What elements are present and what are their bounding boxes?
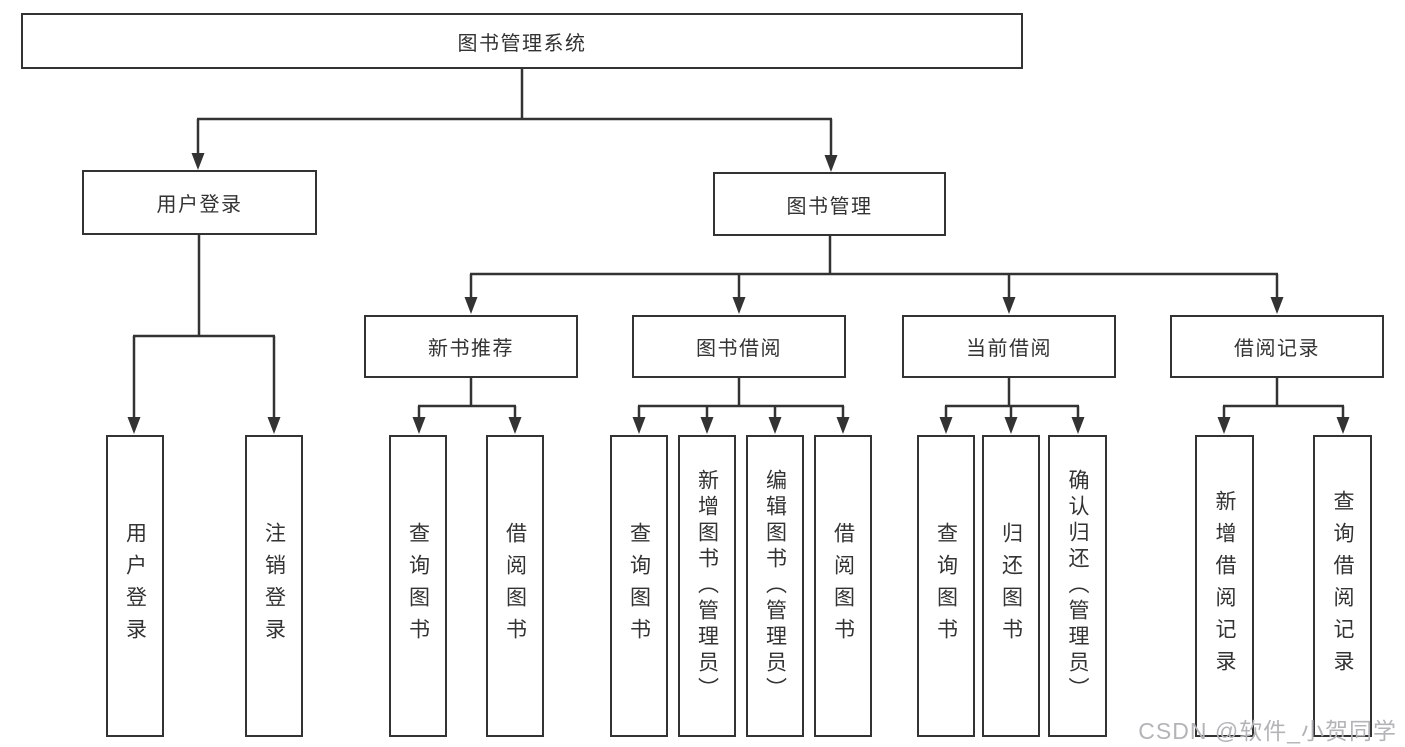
node-label: 图书管理系统 (457, 32, 587, 55)
leaf-query-books-current: 查询图书 (917, 435, 975, 737)
leaf-label: 借阅图书 (831, 522, 855, 650)
leaf-add-borrow-record: 新增借阅记录 (1195, 435, 1254, 737)
node-book-management: 图书管理 (713, 172, 946, 236)
leaf-query-borrow-record: 查询借阅记录 (1313, 435, 1372, 737)
leaf-label: 查询图书 (627, 522, 651, 650)
leaf-label: 用户登录 (123, 522, 147, 650)
leaf-add-book-admin: 新增图书（管理员） (678, 435, 736, 737)
node-user-login: 用户登录 (82, 170, 317, 235)
node-book-borrow: 图书借阅 (632, 315, 846, 378)
leaf-query-books-borrow: 查询图书 (610, 435, 668, 737)
node-borrow-records: 借阅记录 (1170, 315, 1384, 378)
leaf-label: 注销登录 (262, 522, 286, 650)
leaf-logout: 注销登录 (245, 435, 303, 737)
leaf-user-login: 用户登录 (106, 435, 164, 737)
leaf-label: 归还图书 (999, 522, 1023, 650)
node-current-borrow: 当前借阅 (902, 315, 1116, 378)
leaf-label: 新增借阅记录 (1213, 490, 1236, 682)
node-library-management-system: 图书管理系统 (21, 13, 1023, 69)
leaf-return-book: 归还图书 (982, 435, 1040, 737)
node-new-book-recommend: 新书推荐 (364, 315, 578, 378)
node-label: 当前借阅 (966, 338, 1052, 360)
leaf-borrow-books-recommend: 借阅图书 (486, 435, 544, 737)
leaf-label: 确认归还（管理员） (1066, 469, 1089, 703)
node-label: 图书借阅 (696, 338, 782, 360)
leaf-label: 编辑图书（管理员） (763, 469, 787, 703)
node-label: 用户登录 (156, 194, 243, 216)
node-label: 新书推荐 (428, 338, 514, 360)
leaf-label: 查询图书 (934, 522, 958, 650)
leaf-borrow-books: 借阅图书 (814, 435, 872, 737)
leaf-label: 借阅图书 (503, 522, 527, 650)
leaf-query-books-recommend: 查询图书 (389, 435, 447, 737)
arrowhead-icons (127, 153, 1350, 434)
leaf-label: 新增图书（管理员） (695, 469, 719, 703)
leaf-label: 查询图书 (406, 522, 430, 650)
node-label: 图书管理 (786, 195, 873, 218)
leaf-edit-book-admin: 编辑图书（管理员） (746, 435, 804, 737)
csdn-watermark: CSDN @软件_小贺同学 (1138, 718, 1397, 744)
node-label: 借阅记录 (1234, 338, 1320, 360)
leaf-confirm-return-admin: 确认归还（管理员） (1048, 435, 1107, 737)
leaf-label: 查询借阅记录 (1331, 490, 1354, 682)
